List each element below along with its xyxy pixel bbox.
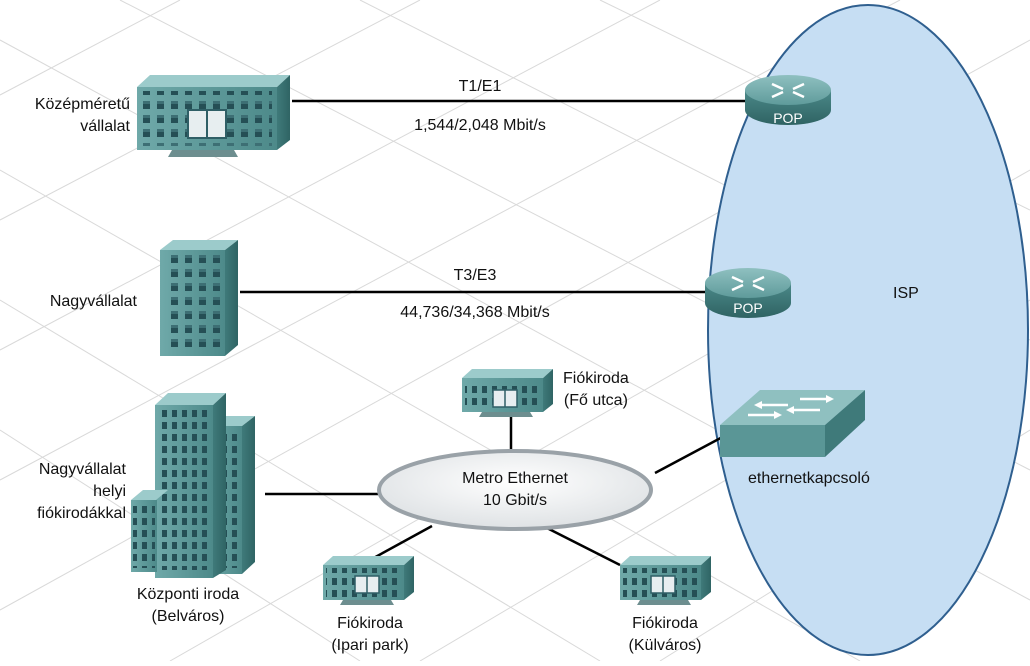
medium-enterprise-label-line1: Középméretű — [34, 96, 130, 113]
hq-label: Központi iroda (Belváros) — [128, 584, 248, 628]
branch-suburb-label: Fiókiroda (Külváros) — [605, 613, 725, 657]
large-enterprise-building — [160, 240, 238, 356]
t3-link-name: T3/E3 — [453, 267, 497, 284]
branch-industrial-park-label-line1: Fiókiroda — [337, 615, 403, 632]
metro-links — [265, 413, 731, 567]
ethernet-switch-icon — [720, 390, 865, 457]
ethernet-switch-label: ethernetkapcsoló — [748, 470, 870, 487]
t3-link-speed: 44,736/34,368 Mbit/s — [400, 304, 550, 321]
branch-industrial-park-label-line2: (Ipari park) — [331, 637, 409, 654]
medium-enterprise-label-line2: vállalat — [80, 118, 130, 135]
pop-router-1-icon — [745, 75, 831, 125]
metro-ethernet-name: Metro Ethernet — [462, 470, 568, 487]
large-branches-label-line2: helyi — [93, 483, 126, 500]
branch-main-street-label-line1: Fiókiroda — [563, 370, 629, 387]
pop-router-2-label: POP — [733, 300, 763, 316]
t1-link-name: T1/E1 — [458, 78, 502, 95]
pop-router-2-icon — [705, 268, 791, 318]
large-enterprise-label-line1: Nagyvállalat — [49, 293, 137, 310]
metro-ethernet-ring — [377, 449, 653, 531]
hq-label-line1: Központi iroda — [136, 586, 240, 603]
isp-ellipse — [707, 4, 1029, 656]
large-branches-label: Nagyvállalat helyi fiókirodákkal — [37, 459, 126, 525]
hq-label-line2: (Belváros) — [151, 608, 225, 625]
medium-enterprise-label: Középméretű vállalat — [35, 94, 130, 138]
large-branches-label-line3: fiókirodákkal — [37, 505, 126, 522]
branch-suburb-label-line1: Fiókiroda — [632, 615, 698, 632]
branch-suburb-building — [620, 556, 711, 605]
metro-ethernet-label: Metro Ethernet 10 Gbit/s — [430, 468, 600, 512]
branch-suburb-label-line2: (Külváros) — [628, 637, 702, 654]
branch-main-street-building — [462, 369, 553, 417]
branch-industrial-park-label: Fiókiroda (Ipari park) — [310, 613, 430, 657]
t1-link-speed: 1,544/2,048 Mbit/s — [414, 117, 546, 134]
large-branches-label-line1: Nagyvállalat — [38, 461, 126, 478]
hq-building-cluster — [131, 393, 255, 578]
large-enterprise-label: Nagyvállalat — [50, 291, 137, 313]
medium-enterprise-building — [137, 75, 290, 157]
metro-ethernet-speed: 10 Gbit/s — [482, 492, 548, 509]
branch-industrial-park-building — [323, 556, 414, 605]
isp-label: ISP — [893, 285, 919, 302]
branch-main-street-label-line2: (Fő utca) — [563, 392, 628, 409]
pop-router-1-label: POP — [773, 110, 803, 126]
branch-main-street-label: Fiókiroda (Fő utca) — [563, 368, 629, 412]
